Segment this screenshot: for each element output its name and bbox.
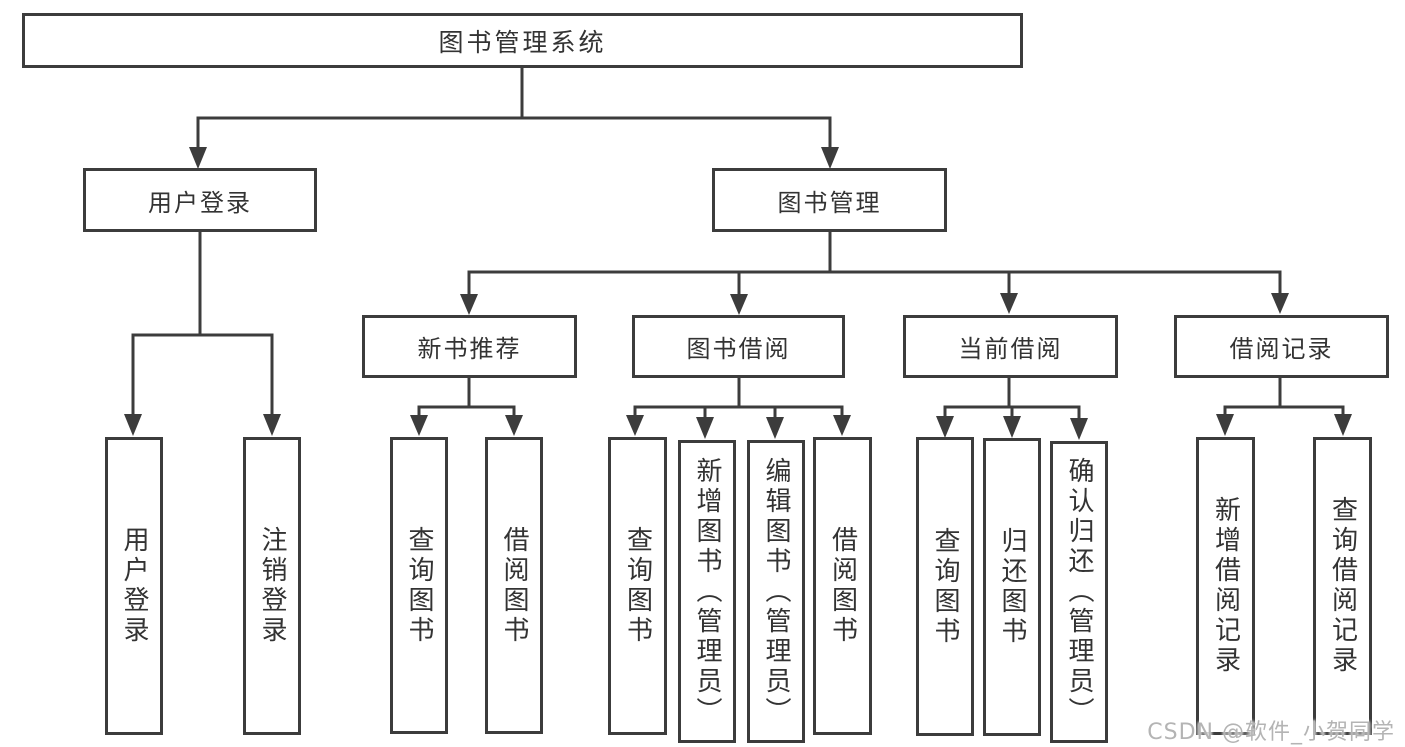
leaf-confirm-return-admin-label: 确认归还（管理员） — [1064, 457, 1094, 727]
node-book-borrow-label: 图书借阅 — [686, 335, 791, 363]
node-borrow-records: 借阅记录 — [1174, 315, 1389, 378]
leaf-query-borrow-record: 查询借阅记录 — [1313, 437, 1372, 735]
leaf-return-book: 归还图书 — [983, 438, 1041, 736]
node-borrow-records-label: 借阅记录 — [1229, 335, 1334, 363]
node-new-book-recommend: 新书推荐 — [362, 315, 577, 378]
leaf-add-book-admin-label: 新增图书（管理员） — [692, 456, 722, 727]
csdn-watermark: CSDN @软件_小贺同学 — [1147, 720, 1395, 745]
leaf-confirm-return-admin: 确认归还（管理员） — [1050, 441, 1108, 743]
leaf-user-login-label: 用户登录 — [119, 526, 149, 646]
leaf-query-book-2-label: 查询图书 — [622, 526, 653, 646]
leaf-borrow-book-2-label: 借阅图书 — [827, 526, 858, 646]
leaf-logout: 注销登录 — [243, 437, 301, 735]
node-current-borrow: 当前借阅 — [903, 315, 1118, 378]
leaf-query-book-1: 查询图书 — [390, 437, 448, 734]
node-user-login-label: 用户登录 — [148, 188, 252, 217]
leaf-edit-book-admin: 编辑图书（管理员） — [747, 440, 805, 743]
leaf-borrow-book-1: 借阅图书 — [485, 437, 543, 734]
node-root-label: 图书管理系统 — [438, 27, 607, 57]
leaf-borrow-book-1-label: 借阅图书 — [499, 525, 529, 646]
leaf-edit-book-admin-label: 编辑图书（管理员） — [761, 456, 791, 727]
leaf-query-book-2: 查询图书 — [608, 437, 667, 735]
leaf-logout-label: 注销登录 — [257, 526, 287, 646]
leaf-query-book-1-label: 查询图书 — [404, 525, 434, 646]
node-root: 图书管理系统 — [22, 13, 1023, 68]
leaf-add-book-admin: 新增图书（管理员） — [678, 440, 736, 743]
leaf-query-borrow-record-label: 查询借阅记录 — [1327, 496, 1358, 676]
leaf-query-book-3: 查询图书 — [916, 437, 974, 736]
node-book-borrow: 图书借阅 — [632, 315, 845, 378]
node-current-borrow-label: 当前借阅 — [958, 335, 1063, 363]
connector-lines — [131, 68, 1345, 419]
leaf-add-borrow-record-label: 新增借阅记录 — [1210, 496, 1241, 676]
leaf-user-login: 用户登录 — [105, 437, 163, 735]
node-new-book-recommend-label: 新书推荐 — [417, 335, 522, 363]
node-book-management: 图书管理 — [712, 168, 947, 232]
arrowheads — [124, 147, 1352, 440]
node-user-login: 用户登录 — [83, 168, 317, 232]
leaf-borrow-book-2: 借阅图书 — [813, 437, 872, 735]
leaf-add-borrow-record: 新增借阅记录 — [1196, 437, 1255, 735]
node-book-management-label: 图书管理 — [777, 188, 882, 217]
leaf-query-book-3-label: 查询图书 — [930, 526, 960, 647]
leaf-return-book-label: 归还图书 — [997, 527, 1027, 647]
